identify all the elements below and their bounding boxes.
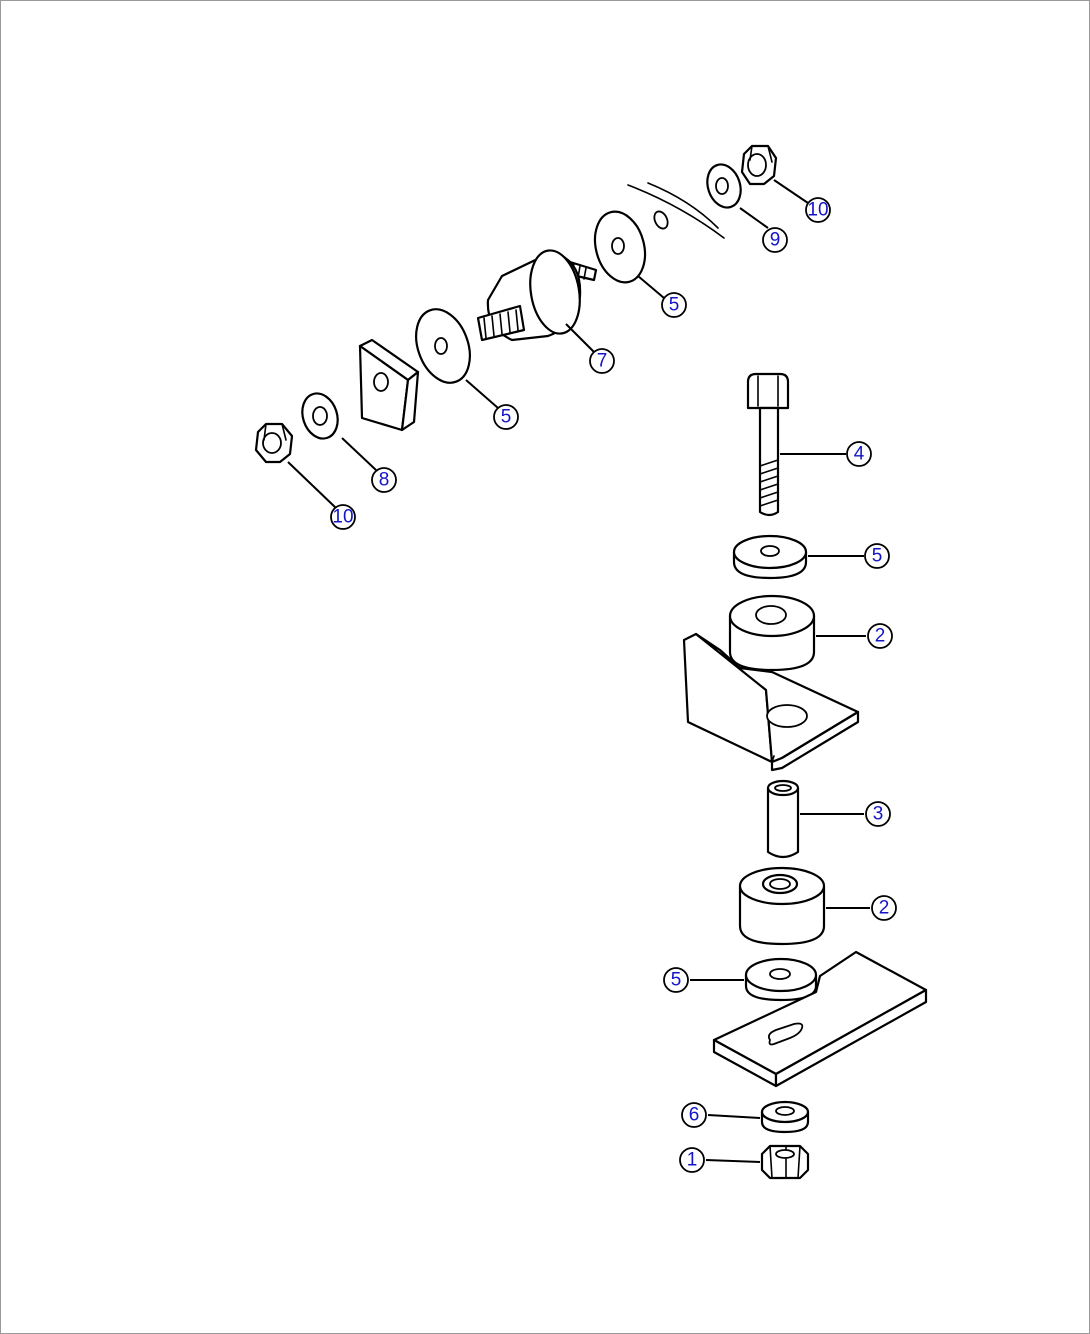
callout-label: 10 (807, 200, 828, 221)
callout-5-upper: 5 (661, 292, 687, 318)
callout-label: 9 (770, 230, 781, 251)
washer-8 (301, 392, 339, 440)
spacer-block (358, 338, 420, 432)
callout-4: 4 (846, 441, 872, 467)
callout-5-middle: 5 (493, 404, 519, 430)
callout-8: 8 (371, 467, 397, 493)
callout-7: 7 (589, 348, 615, 374)
callout-6: 6 (681, 1102, 707, 1128)
callout-label: 5 (501, 407, 512, 428)
leader-lines (287, 179, 870, 1163)
washer-5-middle (415, 308, 471, 384)
callout-label: 1 (687, 1150, 698, 1171)
callout-label: 5 (671, 970, 682, 991)
base-plate (712, 950, 928, 1088)
callout-label: 5 (872, 546, 883, 567)
callout-label: 2 (879, 898, 890, 919)
callout-9: 9 (762, 227, 788, 253)
callout-label: 6 (689, 1105, 700, 1126)
callout-label: 8 (379, 470, 390, 491)
sleeve-3 (766, 779, 800, 859)
washer-6 (760, 1100, 810, 1134)
callout-label: 3 (873, 804, 884, 825)
angle-bracket (682, 632, 860, 772)
hex-nut-top (740, 144, 778, 186)
callout-5-top: 5 (864, 543, 890, 569)
rubber-cushion-2-lower (738, 866, 826, 946)
callout-3: 3 (865, 801, 891, 827)
callout-label: 10 (332, 507, 353, 528)
callout-1: 1 (679, 1147, 705, 1173)
rubber-mount-7 (476, 249, 598, 342)
washer-5-bottom (744, 957, 818, 1002)
callout-label: 4 (854, 444, 865, 465)
washer-9 (706, 163, 742, 209)
callout-5-bottom: 5 (663, 967, 689, 993)
hex-nut-1 (760, 1144, 810, 1180)
frame-surface (627, 182, 725, 239)
callout-label: 5 (669, 295, 680, 316)
rubber-cushion-2-upper (728, 594, 816, 672)
bolt-4 (746, 372, 790, 517)
callout-10-left: 10 (330, 504, 356, 530)
hex-nut-left (254, 422, 294, 464)
callout-2-lower: 2 (871, 895, 897, 921)
washer-5-top (732, 534, 808, 580)
callout-label: 2 (875, 626, 886, 647)
washer-5-upper (593, 210, 647, 284)
callout-label: 7 (597, 351, 608, 372)
callout-10-top: 10 (805, 197, 831, 223)
callout-2-upper: 2 (867, 623, 893, 649)
